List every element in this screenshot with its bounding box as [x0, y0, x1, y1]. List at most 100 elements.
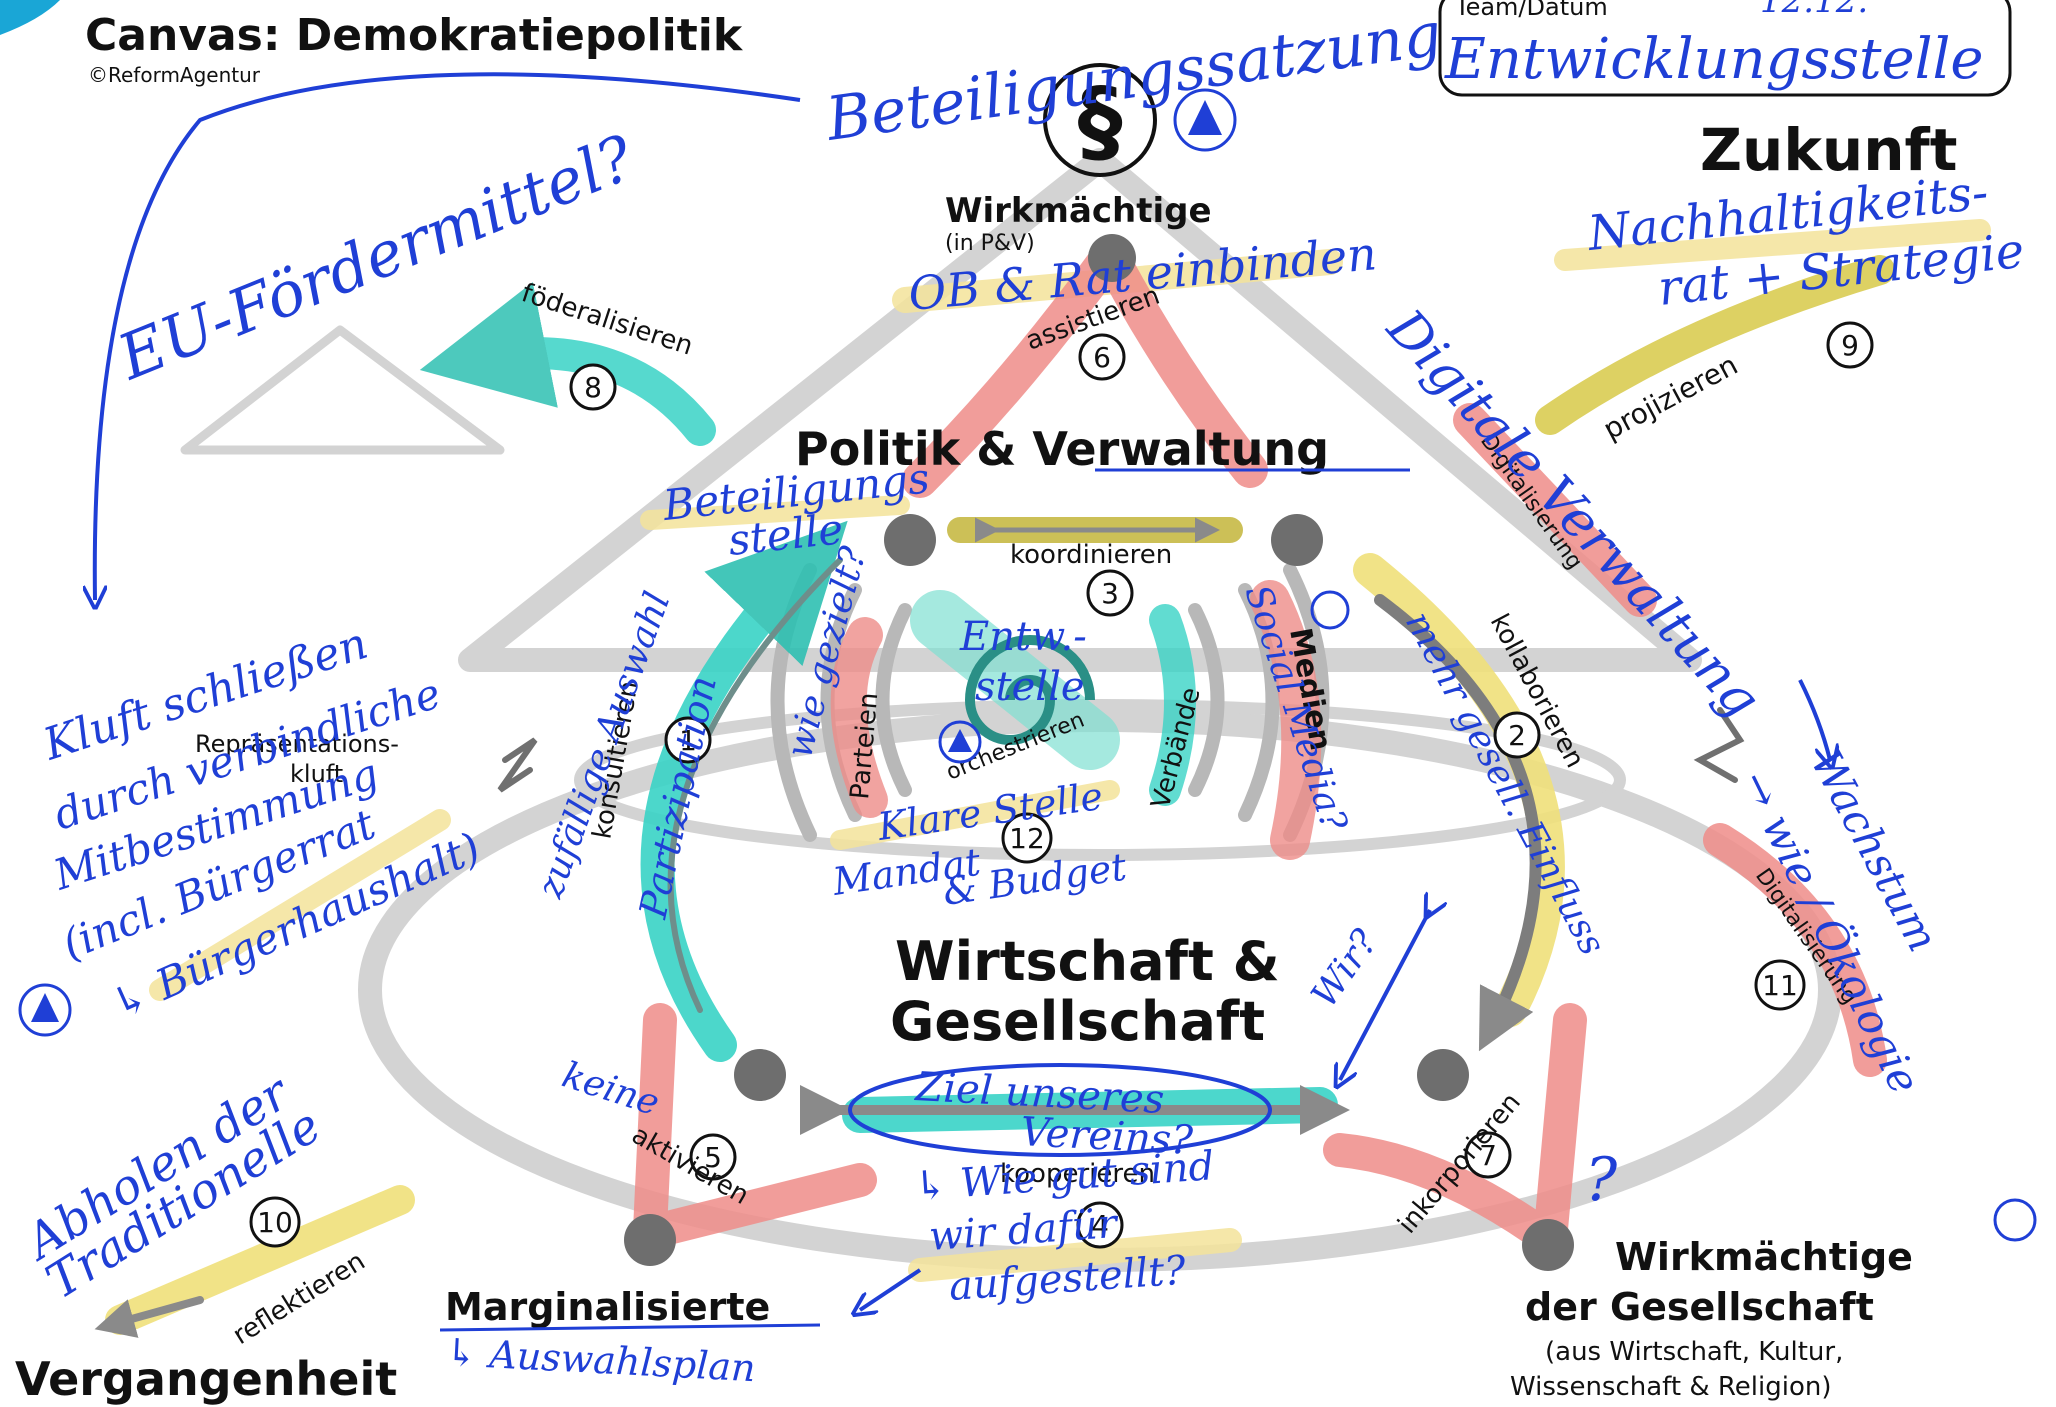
- dot-wg-right: [1417, 1049, 1469, 1101]
- rep-kluft-line2: kluft: [290, 760, 343, 788]
- node-wdg-line1: Wirkmächtige: [1615, 1235, 1913, 1279]
- arrow-aktivieren: [633, 1003, 877, 1247]
- center-spiral: [964, 635, 1095, 745]
- num-circle-4: [1076, 1201, 1124, 1249]
- node-wdg-line4: Wissenschaft & Religion): [1510, 1372, 1831, 1402]
- num-9: 9: [1841, 329, 1859, 362]
- arrow-digitalisierung-11: [1703, 823, 1887, 1077]
- num-circle-6: [1078, 333, 1126, 381]
- num-6: 6: [1093, 341, 1111, 374]
- dot-pv-right: [1271, 514, 1323, 566]
- num-circle-7: [1464, 1131, 1512, 1179]
- ink-arrow-eu-loop: [95, 72, 801, 600]
- dot-wdg: [1522, 1219, 1574, 1271]
- highlight-buergerhaushalt: [149, 809, 451, 1001]
- team-value: Entwicklungsstelle: [1444, 27, 1984, 92]
- arrow-assistieren: [902, 237, 1268, 498]
- ink-arrow-wir: [1340, 910, 1430, 1080]
- arrow-reflektieren-core: [94, 1296, 204, 1338]
- arrow-konsultieren: [640, 520, 848, 1062]
- warning-badge-icon: [1173, 88, 1237, 152]
- num-5: 5: [704, 1141, 722, 1174]
- ink-arrow-digital: [1798, 679, 1830, 760]
- num-7: 7: [1479, 1139, 1497, 1172]
- team-box: [1438, 0, 2012, 97]
- num-circle-2: [1493, 711, 1541, 759]
- warning-badge-left-triangle: [31, 993, 59, 1022]
- node-marginal-label: Marginalisierte: [445, 1285, 770, 1329]
- action-arrows: [94, 237, 1895, 1338]
- inner-medien-bar: [1250, 580, 1322, 860]
- note-ziel-2: Vereins?: [1019, 1109, 1194, 1164]
- rep-kluft-line1: Repräsentations-: [195, 730, 399, 758]
- warning-badge-center-icon: [938, 720, 982, 764]
- note-wie-1: ↳ Wie gut sind: [912, 1143, 1215, 1210]
- number-labels: 1 2 3 4 5 6 7 8 9 10 11 12: [257, 329, 1859, 1242]
- arc-right-1: [1188, 603, 1225, 797]
- num-circle-11: [1754, 959, 1806, 1011]
- section-circle: [1043, 63, 1157, 177]
- future-label: Zukunft: [1700, 116, 1957, 184]
- num-10: 10: [257, 1206, 293, 1239]
- highlight-nachhaltigkeit: [1554, 219, 1991, 271]
- num-circle-3: [1086, 569, 1134, 617]
- zigzag-left: [497, 737, 538, 793]
- arrow-inkorporieren: [1323, 1003, 1587, 1257]
- team-date-scribble: 12.12.: [1760, 0, 1868, 21]
- arrow-digitalisierung-top: [1453, 403, 1657, 617]
- inner-ellipse: [574, 699, 1626, 861]
- highlight-beteiligungsstelle: [640, 495, 910, 530]
- team-label: Team/Datum: [1454, 0, 1608, 21]
- note-partizipation: Partizipation: [631, 672, 725, 923]
- arrow-kollaborieren-core: [1374, 594, 1542, 1052]
- page-title: Canvas: Demokratiepolitik: [85, 10, 744, 61]
- arrow-konsultieren-core: [667, 557, 843, 1013]
- arrow-reflektieren: [105, 1185, 415, 1335]
- ink-arrow-auswahl: [860, 1268, 922, 1310]
- num-circle-12: [1001, 812, 1053, 864]
- arc-left-1: [875, 603, 912, 797]
- node-pv-label: Politik & Verwaltung: [795, 422, 1329, 476]
- num-2: 2: [1508, 719, 1526, 752]
- num-circle-1: [664, 716, 712, 764]
- action-koordinieren: koordinieren: [1010, 540, 1172, 570]
- node-top-subtitle: (in P&V): [945, 231, 1035, 256]
- num-1: 1: [679, 724, 697, 757]
- close-marker-right-icon: [1993, 1198, 2037, 1242]
- note-beteiligungssatzung: Beteiligungssatzung: [821, 0, 1445, 155]
- dot-pv-left: [884, 514, 936, 566]
- node-wdg-line3: (aus Wirtschaft, Kultur,: [1545, 1337, 1843, 1367]
- num-3: 3: [1101, 577, 1119, 610]
- note-auswahl: ↳ Auswahlsplan: [445, 1330, 757, 1390]
- num-8: 8: [584, 371, 602, 404]
- node-wg-line1: Wirtschaft &: [895, 930, 1280, 993]
- warning-badge-center-triangle: [948, 729, 972, 752]
- arrow-kollaborieren: [1353, 553, 1565, 1027]
- num-circle-8: [569, 363, 617, 411]
- highlight-wie-gut: [908, 1228, 1242, 1282]
- zigzag-right: [1693, 707, 1745, 783]
- arrow-foederalisieren: [419, 282, 716, 446]
- dot-top: [1088, 234, 1136, 282]
- num-circle-10: [249, 1196, 301, 1248]
- note-question-mark: ?: [1585, 1145, 1618, 1215]
- inner-verbaende-bar: [1149, 604, 1196, 806]
- marginal-underline: [439, 1323, 821, 1332]
- node-wg-line2: Gesellschaft: [890, 990, 1265, 1053]
- ink-connectors: [95, 72, 1830, 1310]
- num-4: 4: [1091, 1209, 1109, 1242]
- highlight-klare-stelle: [830, 780, 1120, 850]
- past-label: Vergangenheit: [15, 1352, 397, 1406]
- warning-badge-left-icon: [18, 983, 72, 1037]
- close-marker-icon: [1310, 590, 1350, 630]
- node-top-title: Wirkmächtige: [945, 191, 1212, 231]
- credit-label: ©ReformAgentur: [88, 63, 261, 87]
- num-11: 11: [1762, 969, 1798, 1002]
- note-beteiligungsstelle-2: stelle: [726, 504, 846, 565]
- num-circle-9: [1826, 321, 1874, 369]
- number-circles: [249, 321, 1874, 1249]
- note-entw-stelle-1: Entw.-: [959, 614, 1087, 660]
- dot-wg-left: [734, 1049, 786, 1101]
- corner-accent-shape: [0, 0, 60, 35]
